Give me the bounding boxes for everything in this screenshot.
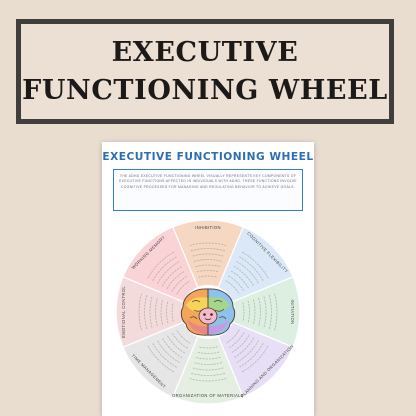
- segment-body-line: [166, 300, 169, 324]
- segment-body-line: [193, 362, 223, 365]
- segment-body-line: [192, 253, 224, 257]
- segment-body-line: [239, 343, 264, 368]
- segment-body-line: [230, 334, 250, 354]
- segment-body-line: [236, 261, 259, 284]
- segment-body-line: [236, 340, 259, 363]
- segment-label: ORGANIZATION OF MATERIALS: [172, 393, 244, 398]
- segment-body-line: [149, 296, 153, 328]
- worksheet-preview: EXECUTIVE FUNCTIONING WHEEL THE ADHD EXE…: [102, 142, 314, 416]
- segment-body-line: [225, 280, 240, 295]
- segment-label: INHIBITION: [195, 225, 221, 230]
- smiling-brain-icon: [180, 285, 236, 339]
- segment-body-line: [176, 280, 191, 295]
- segment-body-line: [176, 329, 191, 344]
- wheel-segments: [115, 219, 301, 405]
- wheel-segment: [115, 276, 210, 348]
- wheel-segment: [172, 219, 244, 314]
- segment-body-line: [171, 275, 188, 292]
- wheel-segment: [206, 226, 294, 314]
- segment-body-line: [258, 297, 261, 327]
- segment-body-line: [196, 351, 220, 354]
- title-banner: EXECUTIVE FUNCTIONING WHEEL: [16, 19, 394, 124]
- segment-body-line: [198, 275, 218, 278]
- segment-body-line: [138, 293, 142, 331]
- segment-body-line: [171, 332, 188, 349]
- segment-body-line: [147, 251, 175, 279]
- wheel-body-lines: [138, 242, 278, 382]
- segment-body-line: [189, 378, 227, 382]
- banner-title-line-2: FUNCTIONING WHEEL: [22, 74, 388, 106]
- wheel-segment: [122, 226, 210, 314]
- segment-body-line: [155, 297, 158, 327]
- segment-body-line: [195, 356, 221, 360]
- segment-body-line: [160, 299, 164, 325]
- segment-body-line: [193, 259, 223, 262]
- segment-body-line: [161, 265, 183, 287]
- wheel-segment: [206, 310, 294, 398]
- wheel-segment: [172, 310, 244, 405]
- segment-body-line: [192, 367, 224, 371]
- segment-body-line: [274, 293, 278, 331]
- segment-label: EMOTIONAL CONTROL: [121, 286, 126, 338]
- segment-body-line: [196, 270, 220, 273]
- segment-body-line: [252, 299, 256, 325]
- segment-body-line: [161, 337, 183, 359]
- segment-body-line: [157, 261, 180, 284]
- segment-body-line: [152, 256, 177, 281]
- segment-label: INITIATION: [290, 299, 295, 324]
- segment-body-line: [239, 256, 264, 281]
- segment-body-line: [198, 346, 218, 349]
- worksheet-title: EXECUTIVE FUNCTIONING WHEEL: [102, 151, 314, 163]
- intro-box: THE ADHD EXECUTIVE FUNCTIONING WHEEL VIS…: [113, 169, 303, 211]
- segment-body-line: [166, 270, 186, 290]
- banner-title-line-1: EXECUTIVE: [111, 36, 299, 68]
- segment-body-line: [171, 302, 174, 322]
- segment-body-line: [190, 248, 226, 252]
- segment-body-line: [166, 334, 186, 354]
- segment-body-line: [233, 337, 255, 359]
- segment-body-line: [228, 332, 245, 349]
- segment-body-line: [241, 345, 269, 373]
- segment-body-line: [147, 345, 175, 373]
- segment-body-line: [152, 343, 177, 368]
- segment-body-line: [263, 296, 267, 328]
- segment-body-line: [157, 340, 180, 363]
- segment-body-line: [195, 264, 221, 268]
- segment-body-line: [144, 294, 148, 330]
- wheel-segment: [206, 276, 301, 348]
- segment-body-line: [242, 302, 245, 322]
- segment-body-line: [233, 265, 255, 287]
- segment-body-line: [268, 294, 272, 330]
- wheel-segment: [122, 310, 210, 398]
- segment-body-line: [189, 242, 227, 246]
- segment-body-line: [228, 275, 245, 292]
- segment-body-line: [241, 251, 269, 279]
- segment-body-line: [247, 300, 250, 324]
- intro-text: THE ADHD EXECUTIVE FUNCTIONING WHEEL VIS…: [119, 174, 297, 189]
- segment-body-line: [190, 372, 226, 376]
- segment-body-line: [230, 270, 250, 290]
- segment-body-line: [225, 329, 240, 344]
